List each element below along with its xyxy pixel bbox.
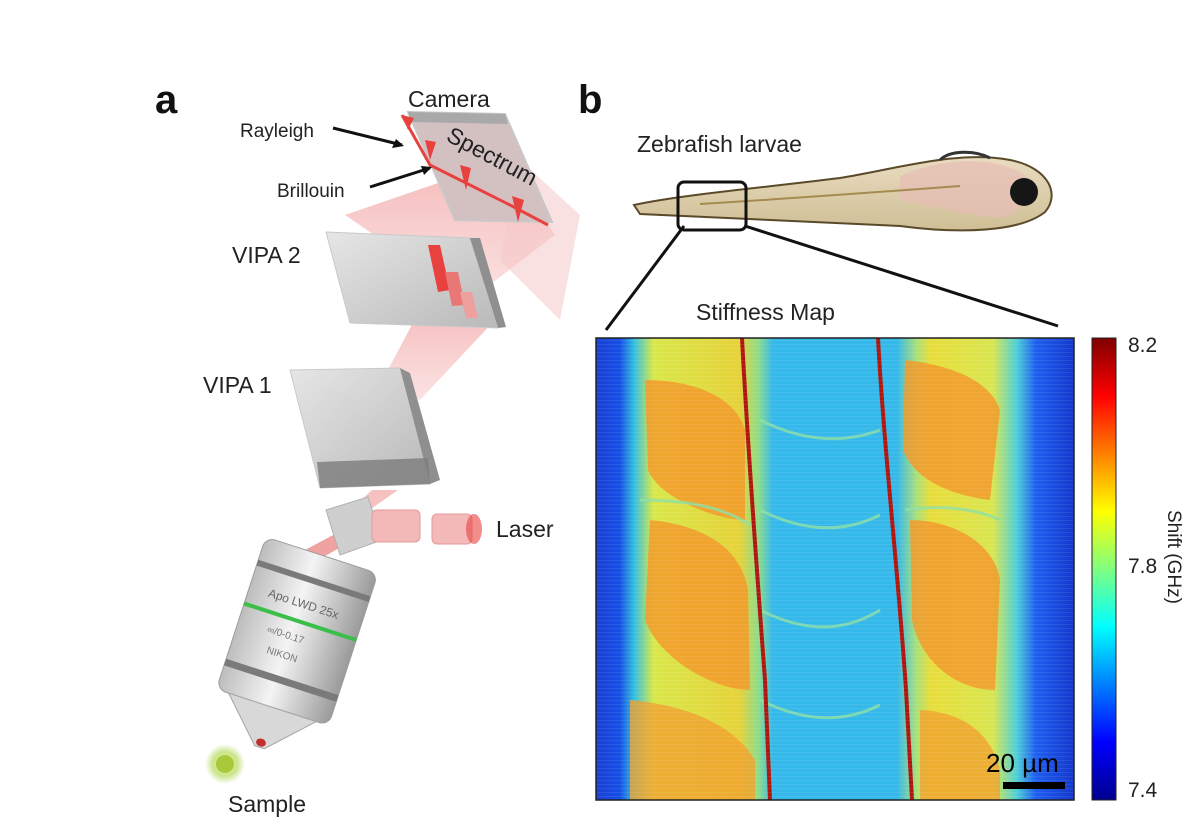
scale-bar-label: 20 µm <box>986 748 1059 778</box>
coupling-optics: Laser <box>325 496 554 556</box>
vipa-2-label: VIPA 2 <box>232 242 301 268</box>
sample-dot <box>216 755 234 773</box>
vipa-1-mirror-strip <box>317 458 430 488</box>
rayleigh-arrowhead <box>392 139 404 148</box>
map-frame <box>595 337 1075 801</box>
zebrafish-larva <box>604 150 1059 331</box>
vipa-2-side <box>470 238 506 328</box>
larva-label: Zebrafish larvae <box>637 131 802 157</box>
colorbar: 8.2 7.8 7.4 Shift (GHz) <box>1091 334 1184 802</box>
laser-label: Laser <box>496 516 554 542</box>
larva-pigment <box>938 150 991 162</box>
panel-b-letter: b <box>578 78 602 122</box>
panel-a-letter: a <box>155 78 178 122</box>
brillouin-label: Brillouin <box>277 181 345 202</box>
zoom-box <box>676 180 748 232</box>
map-title: Stiffness Map <box>696 299 835 325</box>
stiffness-map: 20 µm <box>596 338 1074 800</box>
sample-label: Sample <box>228 791 306 817</box>
objective-focus-spot <box>256 738 266 747</box>
vipa-2-spot-3 <box>460 292 478 318</box>
vipa-2-spot-1 <box>428 245 450 292</box>
map-scanlines <box>596 338 1074 800</box>
colorbar-label: Shift (GHz) <box>1163 510 1184 604</box>
brillouin-peak-2 <box>460 165 471 190</box>
scale-bar <box>1003 782 1065 789</box>
objective-ring-1 <box>256 559 371 602</box>
larva-notochord <box>699 185 961 205</box>
vipa-2-spot-2 <box>445 272 465 306</box>
panel-b: b Zebrafish larvae Stiffness Map <box>578 78 1184 802</box>
objective-green-ring <box>243 601 357 642</box>
panel-a: a Camera Spectrum Rayleigh Brillouin <box>155 78 580 817</box>
colorbar-tick-min: 7.4 <box>1128 779 1158 802</box>
vipa-1-label: VIPA 1 <box>203 372 272 398</box>
vipa-1-side <box>400 368 440 484</box>
zoom-line-right <box>744 224 1059 328</box>
colorbar-tick-mid: 7.8 <box>1128 555 1157 578</box>
brillouin-peak-3 <box>512 196 524 222</box>
colorbar-ramp <box>1091 337 1117 801</box>
objective-tip <box>227 692 318 750</box>
vipa-2: VIPA 2 <box>232 231 506 329</box>
objective: Apo LWD 25x ∞/0-0.17 NIKON <box>218 539 376 750</box>
camera-label: Camera <box>408 86 490 112</box>
sample: Sample <box>205 744 306 817</box>
zoom-line-left <box>604 225 686 331</box>
coupling-lens <box>371 509 421 543</box>
brillouin-peak-1 <box>425 140 436 160</box>
rayleigh-arrow <box>332 126 403 147</box>
objective-ring-2 <box>224 658 339 702</box>
colorbar-tick-max: 8.2 <box>1128 334 1157 357</box>
larva-head <box>900 161 1030 218</box>
rayleigh-label: Rayleigh <box>240 121 314 142</box>
spectrum-trace <box>400 114 549 227</box>
laser-aperture <box>466 514 482 544</box>
larva-eye <box>1010 178 1038 206</box>
brillouin-arrowhead <box>421 166 432 175</box>
camera-edge <box>408 112 508 124</box>
vipa-1: VIPA 1 <box>203 367 440 489</box>
brillouin-arrow <box>369 166 431 189</box>
rayleigh-peak <box>402 115 414 130</box>
